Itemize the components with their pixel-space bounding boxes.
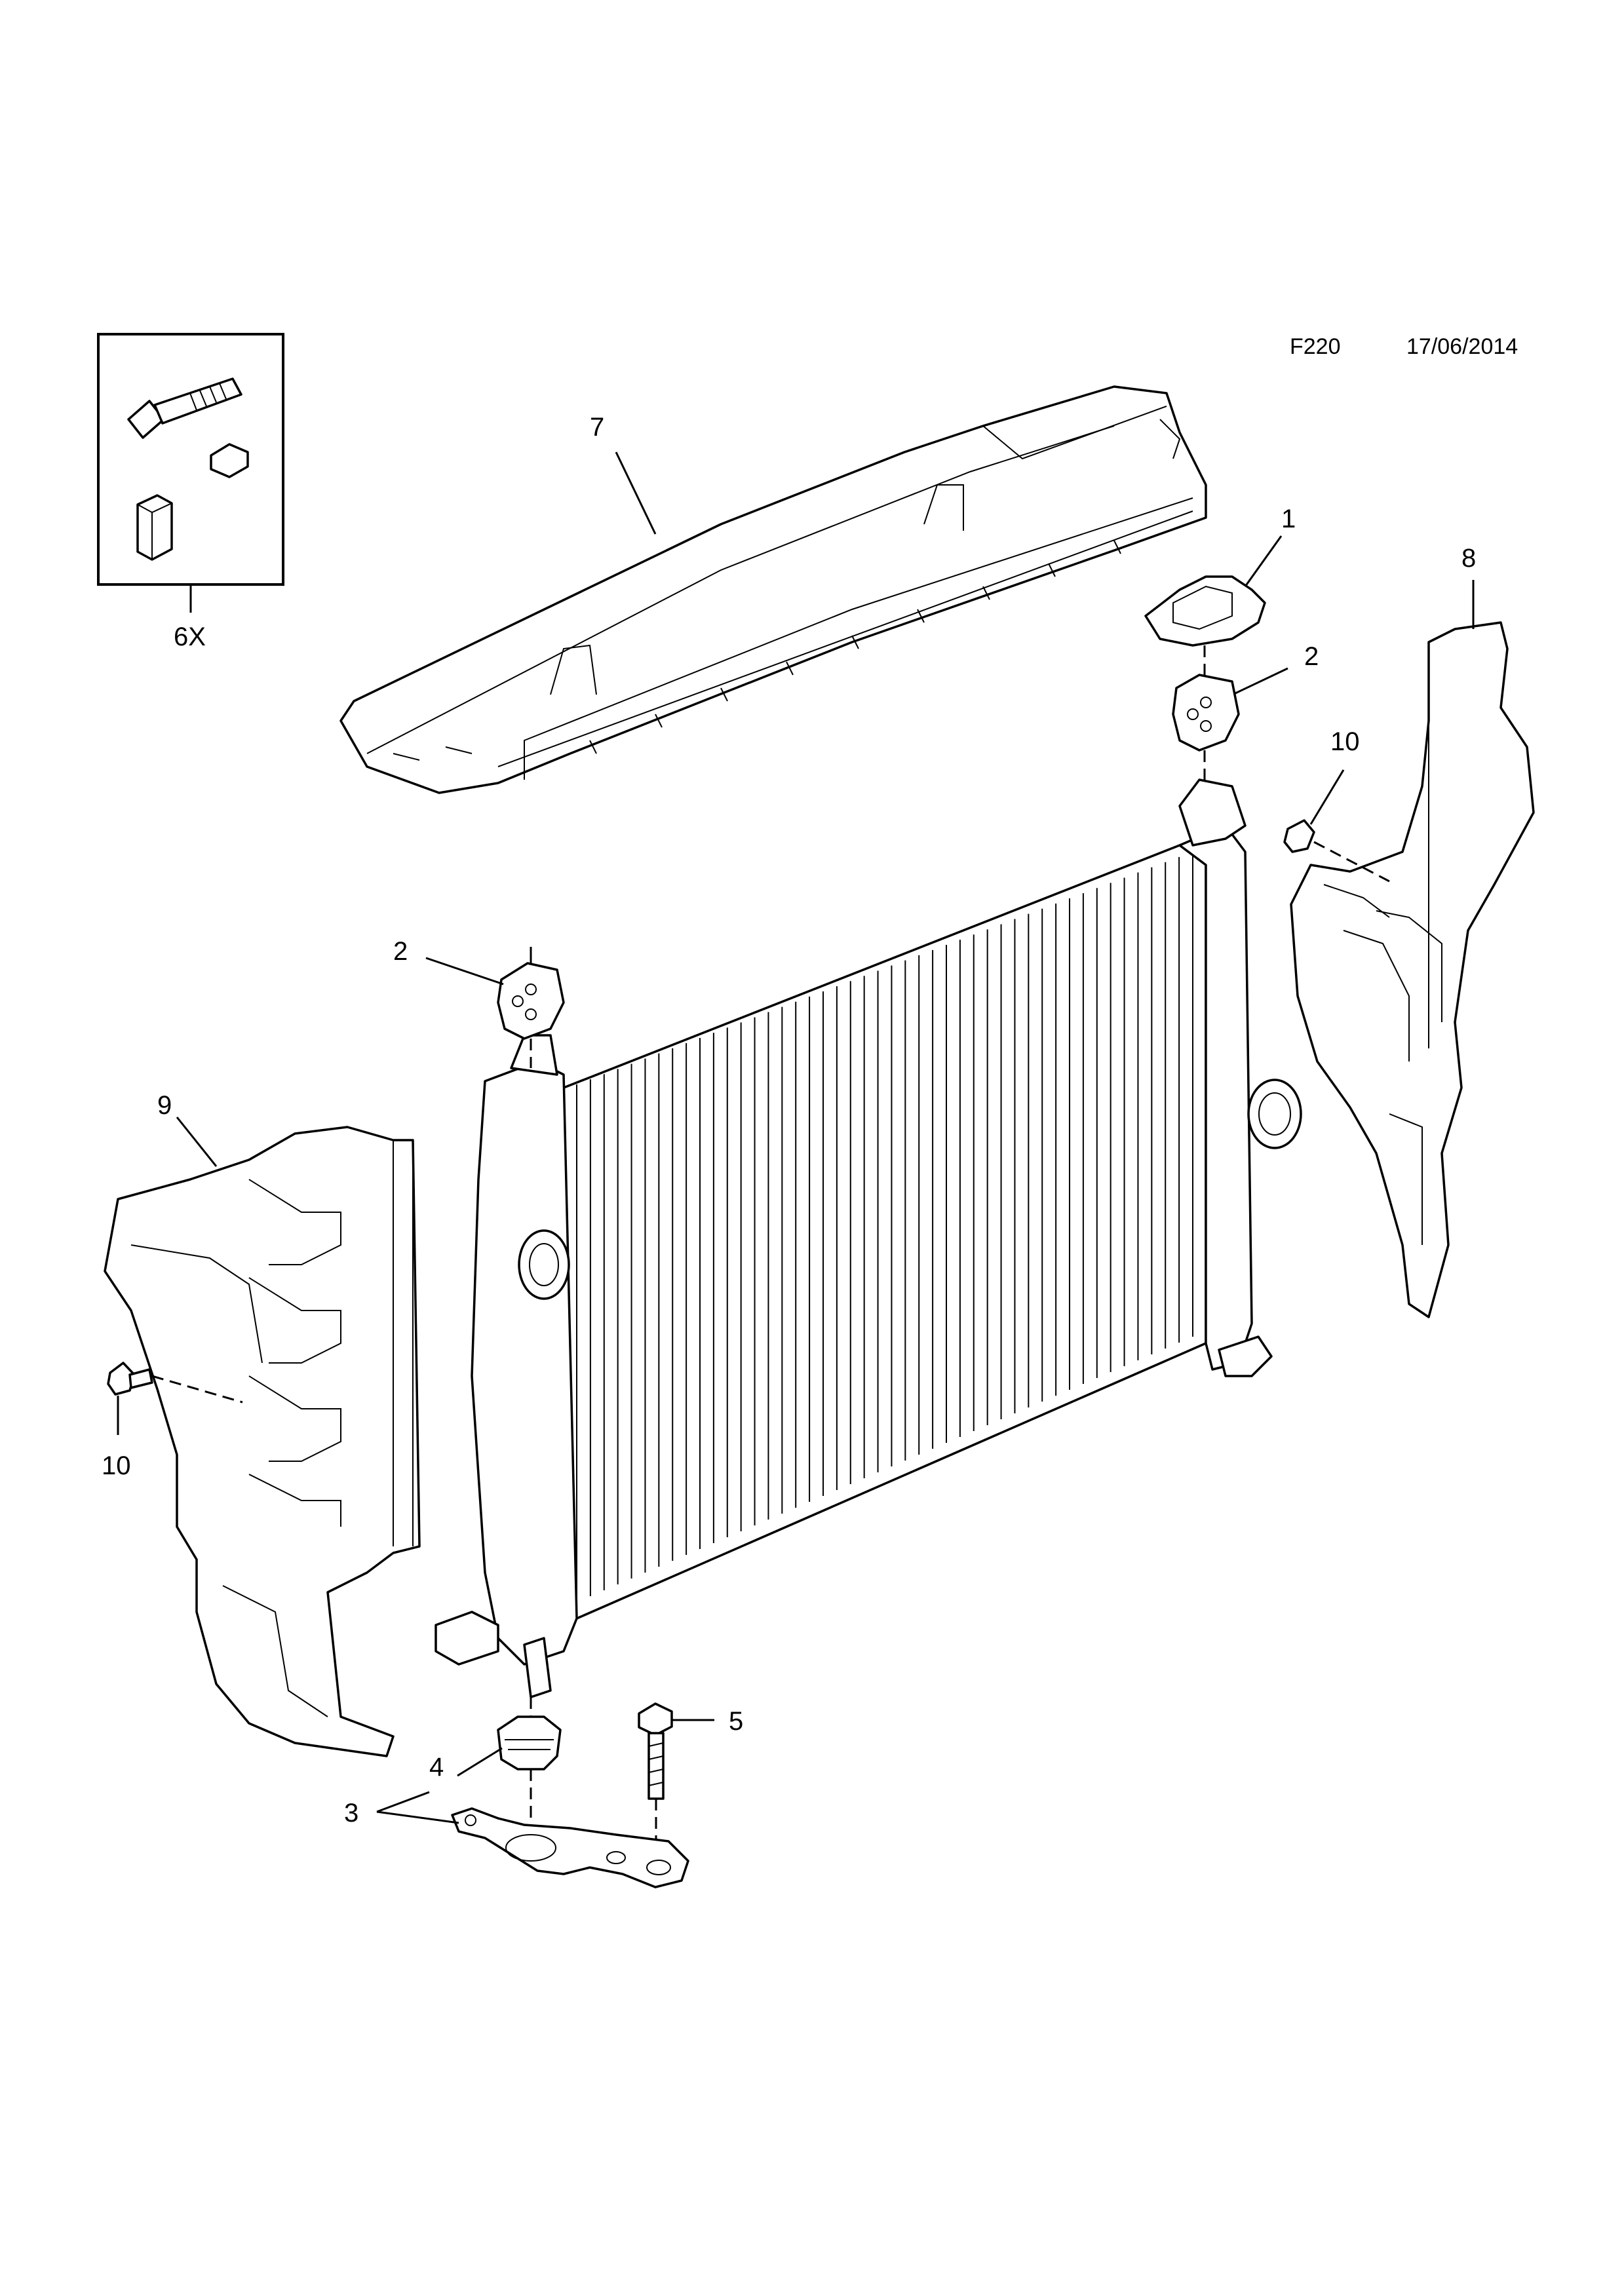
diagram-code: F220 [1290, 334, 1341, 359]
diagram-date: 17/06/2014 [1406, 334, 1518, 359]
lower-bolt [638, 1702, 673, 1800]
mount-grommet-left [497, 962, 565, 1040]
callout-7: 7 [590, 413, 604, 442]
callout-10-right: 10 [1330, 727, 1360, 756]
callout-5: 5 [729, 1707, 743, 1736]
kit-nut [210, 443, 249, 478]
push-clip-right [1283, 819, 1315, 853]
callout-8: 8 [1461, 544, 1476, 573]
mount-grommet-upper [1172, 674, 1240, 752]
callout-9: 9 [157, 1091, 172, 1120]
radiator [435, 778, 1302, 1698]
lower-bracket [451, 1807, 689, 1888]
lower-insulator [497, 1715, 562, 1770]
push-clip-left [107, 1362, 153, 1396]
callout-2-left: 2 [393, 937, 408, 966]
callout-2-upper: 2 [1304, 642, 1319, 671]
callout-1: 1 [1281, 505, 1296, 533]
side-deflector-right [1290, 621, 1535, 1318]
side-deflector-left [104, 1126, 421, 1757]
upper-mount-bracket [1144, 575, 1266, 647]
kit-spacer [136, 494, 173, 561]
callout-10-left: 10 [102, 1451, 131, 1480]
kit-quantity-label: 6X [174, 622, 206, 651]
callout-4: 4 [429, 1753, 444, 1782]
kit-bolt [127, 377, 242, 439]
fastener-kit: 6X [97, 333, 284, 651]
air-deflector-upper [339, 385, 1207, 794]
callout-3: 3 [344, 1799, 358, 1827]
